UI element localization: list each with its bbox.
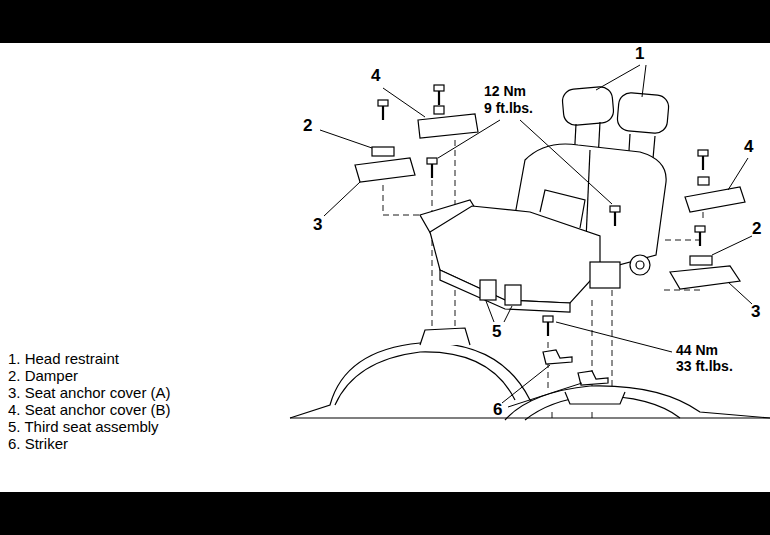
striker	[578, 371, 608, 385]
torque-value: 9 ft.lbs.	[484, 100, 533, 116]
third-seat	[630, 255, 650, 275]
bolt	[610, 206, 620, 226]
anchor-cover	[698, 177, 709, 185]
wheel-arch	[290, 328, 770, 420]
head-restraint	[562, 86, 615, 126]
bolt	[543, 316, 553, 336]
torque-value: 44 Nm	[676, 342, 718, 358]
third-seat	[480, 280, 496, 300]
leader-line	[324, 182, 360, 216]
leader-line	[502, 365, 550, 403]
leader-line	[520, 120, 612, 204]
legend-item: 3. Seat anchor cover (A)	[8, 384, 171, 401]
callout-number: 4	[371, 66, 380, 86]
callout-number: 2	[752, 219, 761, 239]
anchor-cover	[685, 187, 745, 212]
frame-bar	[0, 492, 770, 535]
anchor-cover	[355, 106, 745, 289]
wheel-arch	[290, 417, 770, 418]
third-seat	[420, 144, 666, 312]
wheel-arch	[290, 343, 540, 418]
legend-item: 2. Damper	[8, 367, 78, 384]
leader-line	[508, 383, 582, 407]
wheel-arch	[335, 352, 515, 405]
leader-line	[320, 65, 752, 407]
leader-line	[728, 282, 752, 304]
dashed-guide	[383, 185, 384, 215]
bolt	[378, 100, 388, 120]
callout-number: 4	[744, 137, 753, 157]
anchor-cover	[670, 266, 740, 289]
torque-value: 33 ft.lbs.	[676, 358, 733, 374]
third-seat	[590, 262, 620, 288]
third-seat	[636, 261, 644, 269]
leader-line	[712, 236, 752, 255]
anchor-cover	[372, 147, 394, 156]
anchor-cover	[690, 256, 712, 265]
anchor-cover	[418, 114, 478, 138]
third-seat	[540, 190, 585, 228]
striker	[543, 350, 572, 364]
wheel-arch	[565, 392, 625, 404]
dashed-guide	[703, 212, 704, 222]
leader-line	[486, 301, 494, 322]
leader-line	[383, 88, 425, 117]
callout-number: 2	[303, 116, 312, 136]
callout-number: 5	[492, 322, 501, 342]
frame-bar	[0, 0, 770, 43]
leader-line	[504, 306, 512, 322]
bolt	[378, 85, 708, 336]
torque-value: 12 Nm	[484, 83, 526, 99]
bolt	[695, 226, 705, 246]
leader-line	[596, 65, 640, 90]
bolt	[698, 150, 708, 170]
leader-line	[642, 65, 646, 97]
third-seat	[505, 285, 521, 305]
leader-line	[438, 120, 500, 158]
third-seat	[440, 270, 570, 312]
anchor-cover	[434, 106, 444, 114]
callout-number: 3	[751, 302, 760, 322]
dashed-guide	[660, 290, 700, 291]
callout-number: 3	[313, 215, 322, 235]
dashed-guide	[552, 412, 553, 418]
callout-number: 6	[493, 400, 502, 420]
dashed-guide	[592, 412, 593, 418]
dashed-guide	[665, 240, 700, 241]
legend-item: 4. Seat anchor cover (B)	[8, 401, 171, 418]
wheel-arch	[505, 386, 770, 420]
legend-item: 6. Striker	[8, 435, 68, 452]
legend-item: 1. Head restraint	[8, 350, 119, 367]
head-restraint	[616, 92, 669, 134]
bolt	[427, 158, 437, 178]
anchor-cover	[355, 158, 415, 182]
striker	[543, 350, 608, 385]
leader-line	[728, 158, 748, 190]
wheel-arch	[420, 328, 470, 345]
leader-line	[556, 322, 672, 352]
bolt	[434, 85, 444, 105]
dashed-guide	[432, 180, 433, 330]
dashed-guide	[383, 140, 703, 418]
leader-line	[320, 130, 372, 148]
callout-number: 1	[635, 44, 644, 64]
legend-item: 5. Third seat assembly	[8, 418, 159, 435]
